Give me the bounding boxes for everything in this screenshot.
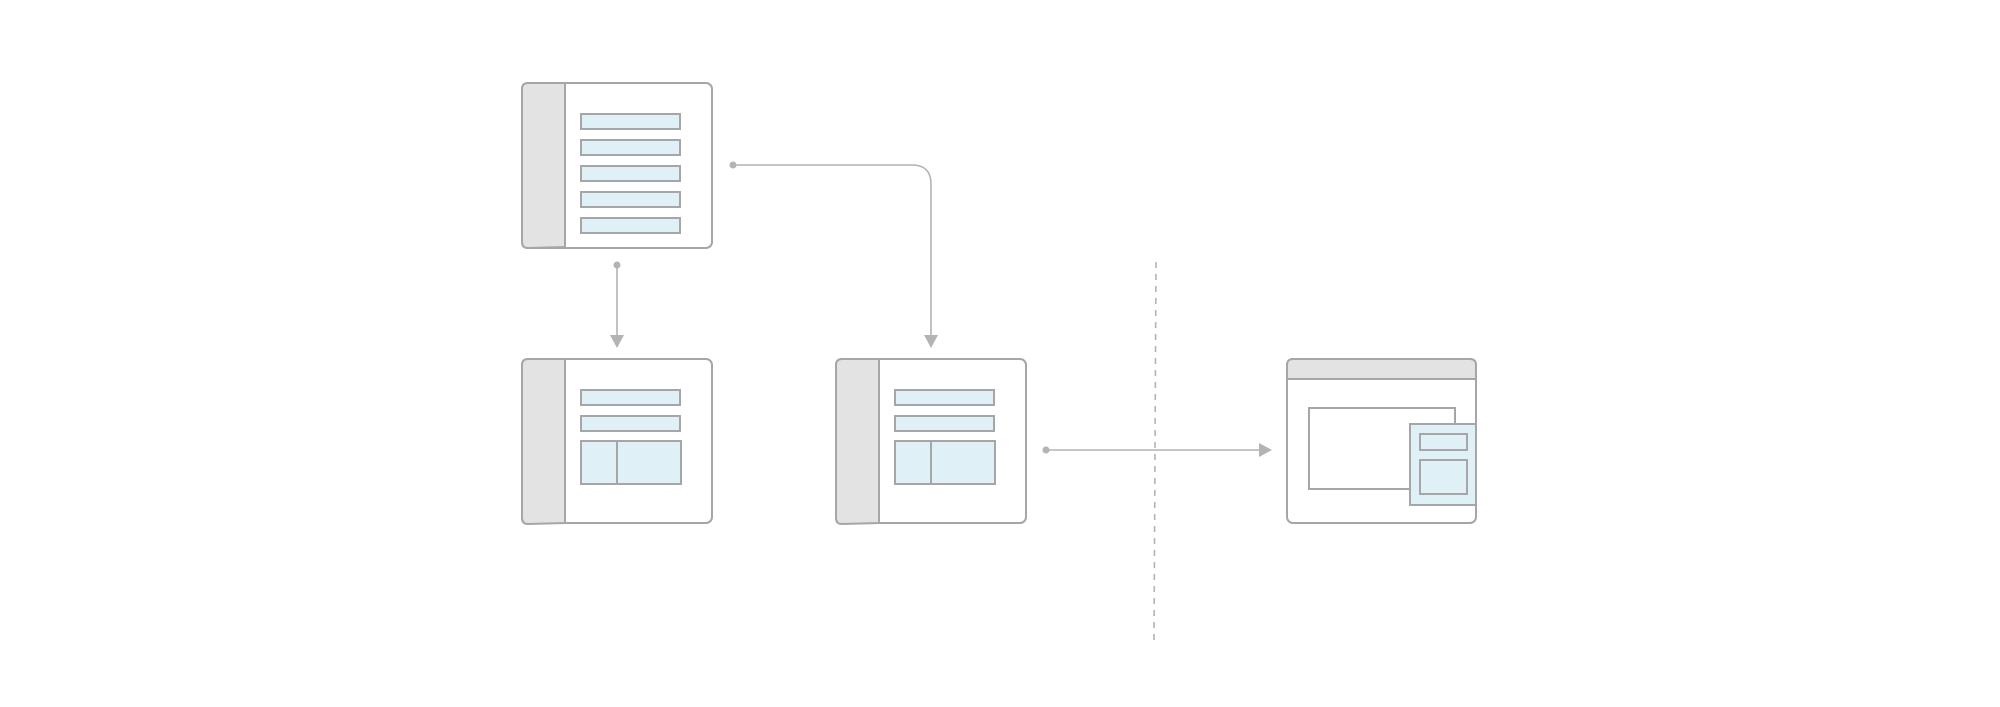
form-field <box>894 389 995 406</box>
sidebar-panel <box>521 358 566 526</box>
external-window-node <box>1286 358 1477 524</box>
content-grid <box>580 440 682 485</box>
list-row <box>580 191 681 208</box>
list-row <box>580 139 681 156</box>
boundary-divider <box>1153 261 1157 641</box>
list-row <box>580 217 681 234</box>
sidebar-panel <box>835 358 880 526</box>
title-bar <box>1286 358 1477 380</box>
popup-field <box>1419 459 1468 495</box>
form-field <box>580 415 681 432</box>
detail-screen-right-node <box>835 358 1027 526</box>
content-grid <box>894 440 996 485</box>
popup-field <box>1419 433 1468 451</box>
list-row <box>580 113 681 130</box>
edge-detail-to-external <box>1042 443 1272 457</box>
arrow-head-icon <box>1259 443 1272 457</box>
arrow-head-icon <box>610 335 624 348</box>
list-row <box>580 165 681 182</box>
sidebar-panel <box>521 82 566 250</box>
connector-line <box>733 164 932 336</box>
arrow-head-icon <box>924 335 938 348</box>
edge-list-to-detail-left <box>610 261 624 348</box>
detail-screen-left-node <box>521 358 713 526</box>
form-field <box>580 389 681 406</box>
edge-list-to-detail-right <box>729 161 938 348</box>
form-field <box>894 415 995 432</box>
list-screen-node <box>521 82 713 250</box>
